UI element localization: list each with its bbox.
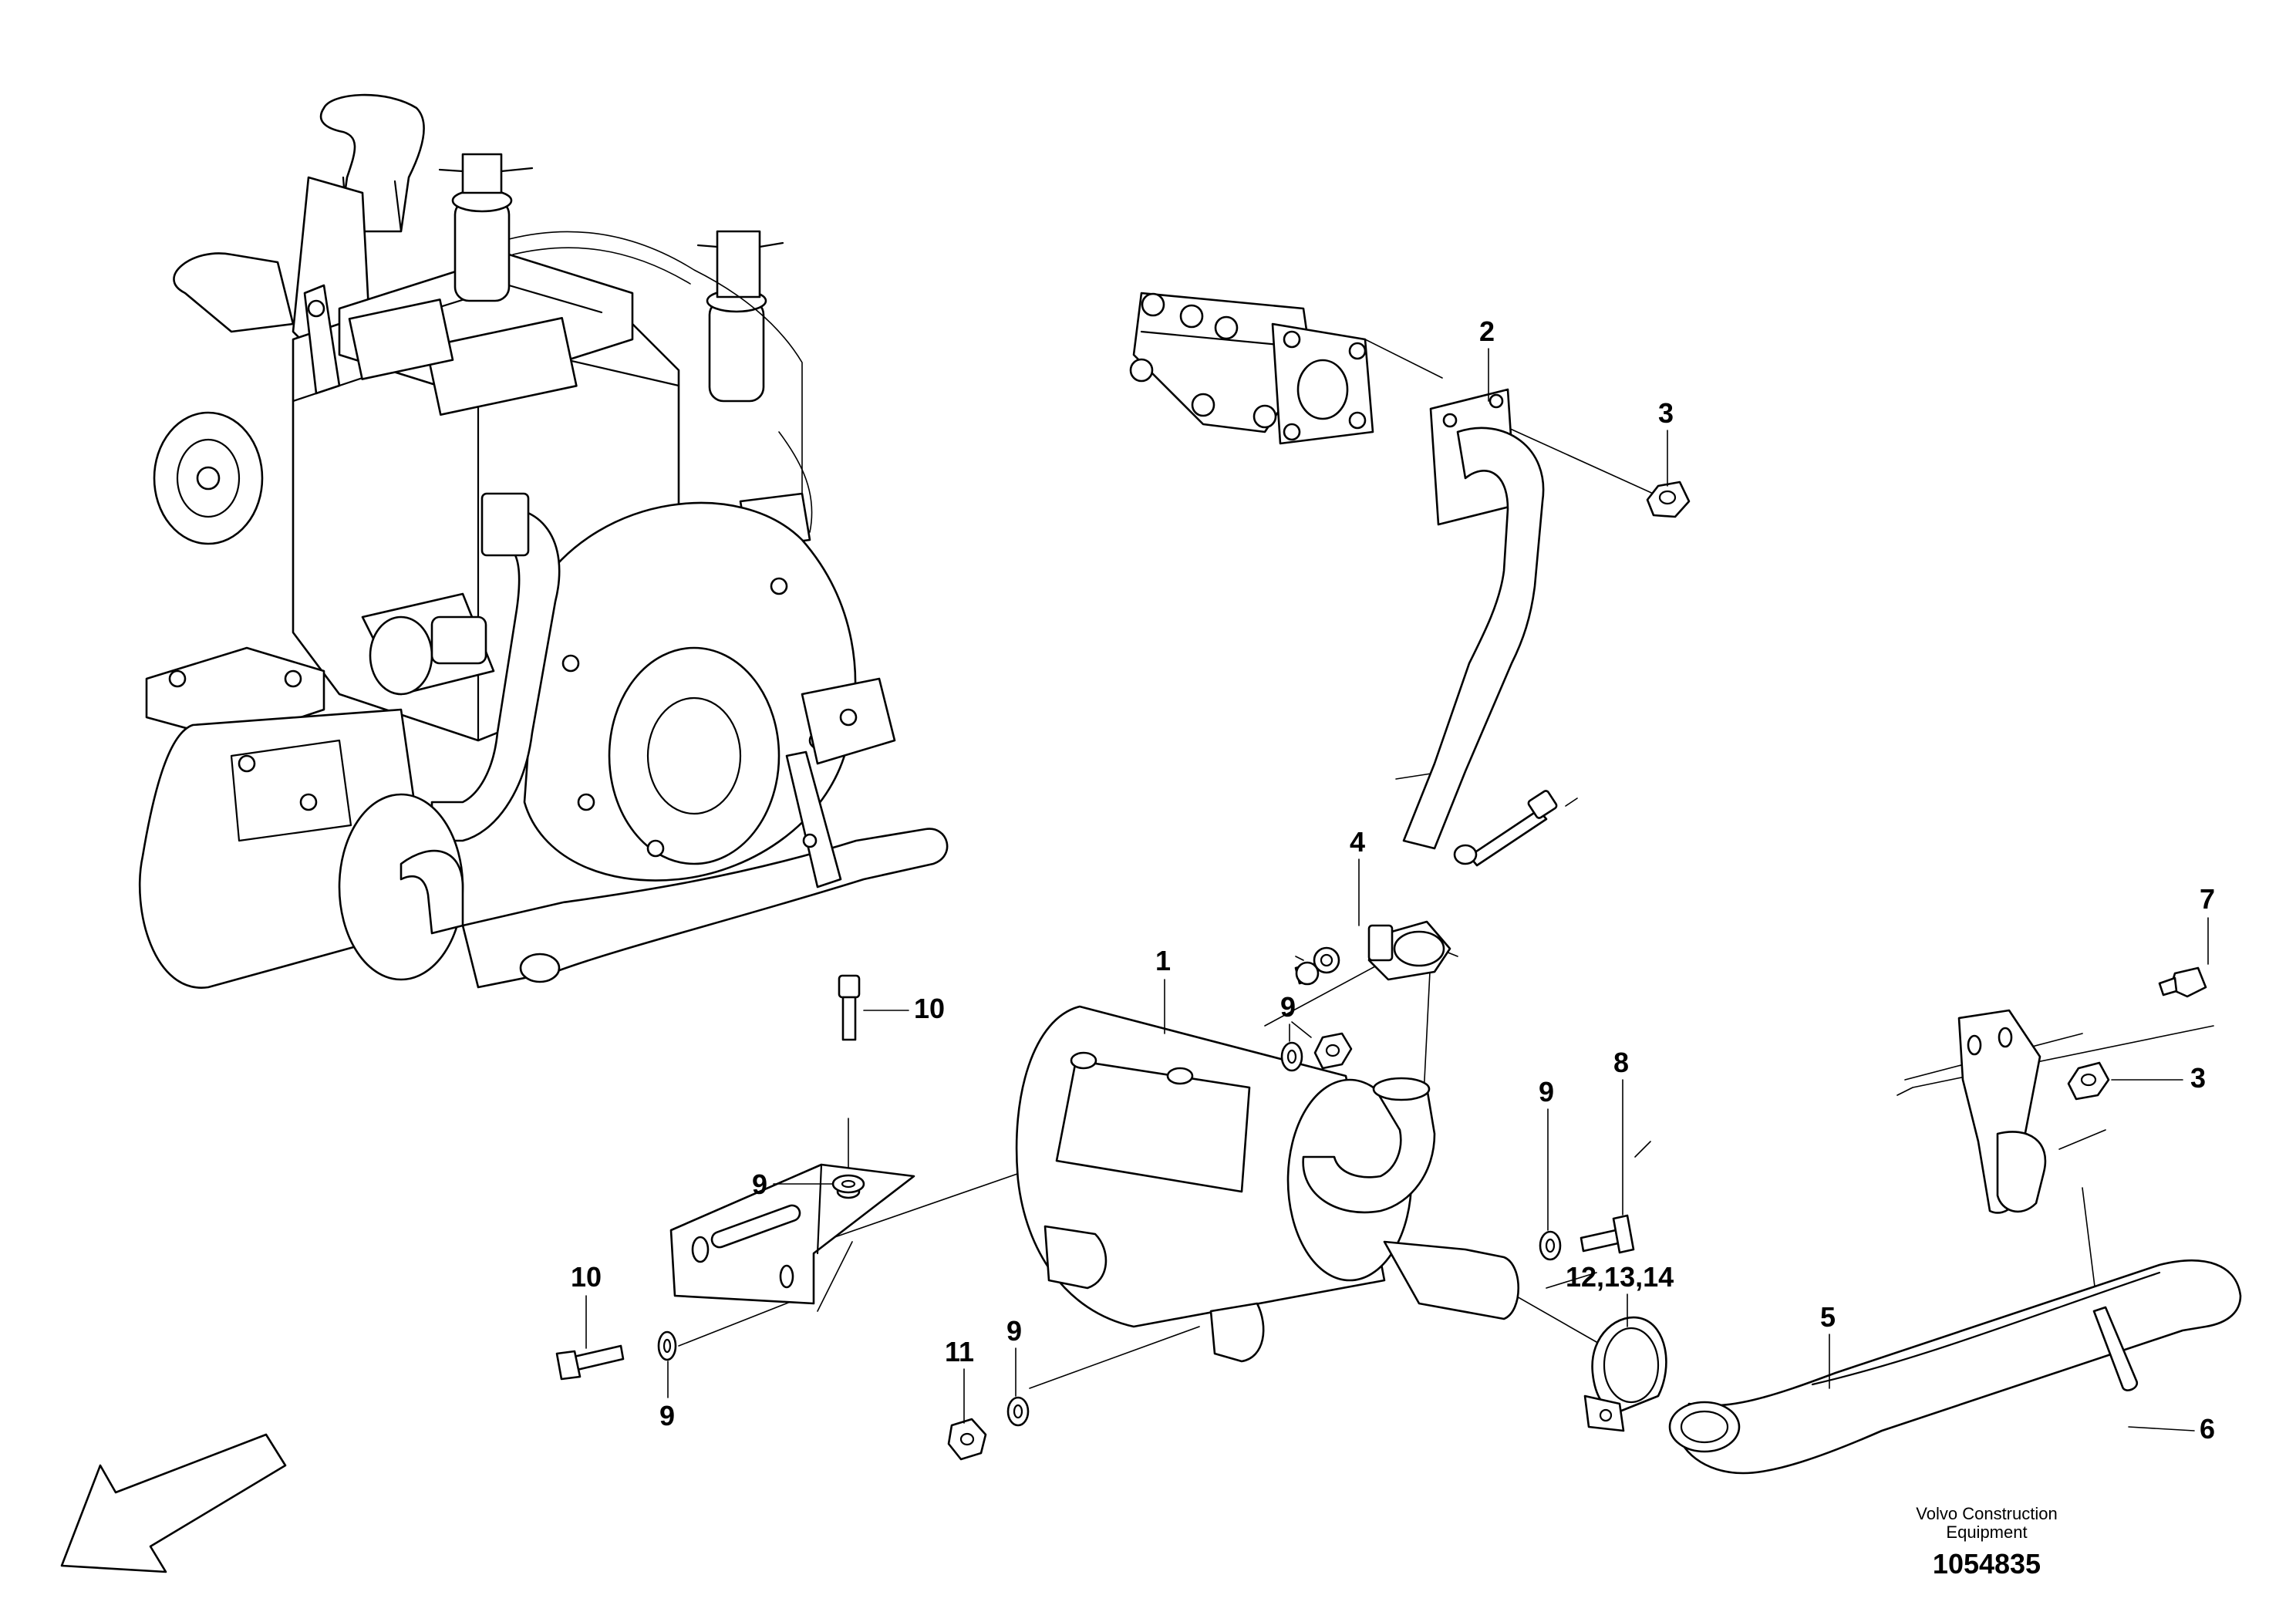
engine-assembly <box>138 93 949 989</box>
callout-10-top: 10 <box>914 993 945 1024</box>
callout-11: 11 <box>945 1336 974 1367</box>
muffler-part-1 <box>1015 1005 1519 1363</box>
bolt-part-8 <box>1539 1214 1635 1261</box>
callout-9-right: 9 <box>1539 1076 1554 1108</box>
nut-washer-upper <box>1280 1032 1353 1072</box>
pin-part-6 <box>2092 1306 2139 1391</box>
exhaust-manifold <box>1129 292 1374 445</box>
callout-3-right: 3 <box>2190 1062 2206 1094</box>
nut-part-3-top <box>1646 481 1691 518</box>
bolt-clamp <box>1453 790 1558 867</box>
brand-line-1: Volvo Construction <box>1916 1504 2057 1523</box>
bolt-part-10-bottom <box>555 1330 677 1381</box>
nut-washer-clamp <box>1294 946 1340 986</box>
callout-8: 8 <box>1613 1047 1629 1078</box>
nut-part-11 <box>947 1396 1030 1461</box>
footer-brand: Volvo Construction Equipment 1054835 <box>1916 1504 2057 1580</box>
exhaust-pipe-upper <box>1402 427 1545 850</box>
nut-part-3-right <box>2067 1061 2110 1101</box>
callout-6: 6 <box>2200 1413 2215 1445</box>
callout-4: 4 <box>1350 826 1365 858</box>
callout-9-nut: 9 <box>1006 1315 1022 1347</box>
callout-1: 1 <box>1155 945 1171 976</box>
callout-3-top: 3 <box>1658 397 1674 429</box>
callout-2: 2 <box>1479 315 1495 347</box>
callout-9-upper: 9 <box>1280 991 1296 1023</box>
callout-5: 5 <box>1820 1301 1836 1333</box>
callout-12-13-14: 12,13,14 <box>1566 1261 1674 1293</box>
muffler-bracket <box>669 1163 915 1305</box>
callout-labels: 1 2 3 4 5 6 7 8 9 9 9 9 9 10 10 11 12,13 <box>571 315 2215 1445</box>
callout-9-bottom: 9 <box>659 1400 675 1431</box>
bolt-part-10-top <box>831 974 865 1194</box>
clamp-part-4 <box>1367 920 1451 981</box>
callout-9-left: 9 <box>752 1168 767 1200</box>
callout-7: 7 <box>2200 883 2215 915</box>
arrow-down-left-icon <box>60 1433 287 1573</box>
tail-pipe-part-5 <box>1668 1259 2242 1475</box>
callout-10-bottom: 10 <box>571 1261 602 1293</box>
pipe-bracket-right <box>1957 1009 2047 1214</box>
brand-line-2: Equipment <box>1946 1523 2027 1542</box>
document-number: 1054835 <box>1933 1548 2041 1580</box>
clamp-part-12-13-14 <box>1583 1316 1667 1432</box>
bolt-part-7 <box>2158 966 2207 998</box>
